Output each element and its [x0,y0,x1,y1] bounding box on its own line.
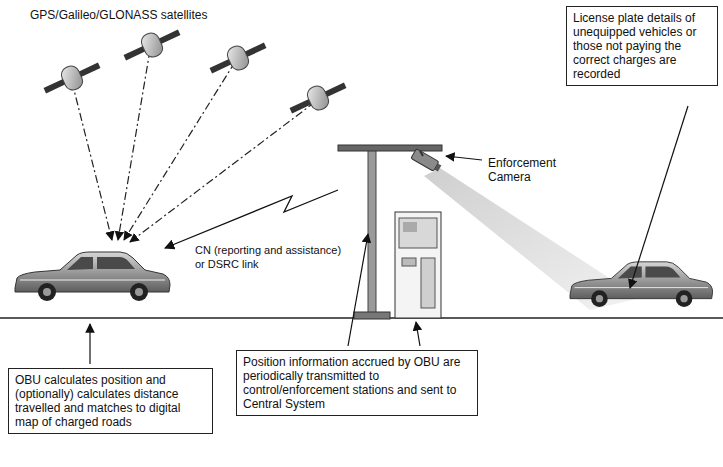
satellite-signal [72,50,315,242]
station-door [421,258,435,308]
callout-box: License plate details of unequipped vehi… [566,6,718,86]
leader-arrows [90,106,688,364]
signal-line [124,62,235,240]
diagram-label: CN (reporting and assistance) or DSRC li… [195,244,341,270]
leader-arrow [348,234,368,346]
checked-car [570,262,713,307]
gantry-pole [368,150,376,318]
camera-mount [420,151,423,156]
label-wrap: Enforcement Camera [488,156,568,184]
diagram-label: GPS/Galileo/GLONASS satellites [30,8,207,22]
enforcement-camera [411,149,442,174]
label-wrap: CN (reporting and assistance) or DSRC li… [195,243,350,271]
equipped-car [15,252,170,301]
pole-base [354,312,390,319]
station-panel [399,218,437,248]
communication-link [165,190,338,248]
leader-arrow [446,156,482,160]
leader-arrow [89,324,90,364]
callout-text: OBU calculates position and (optionally)… [15,373,206,429]
station-slot [402,258,416,266]
signal-line [72,82,112,240]
satellite [210,43,267,74]
signal-line [130,102,315,242]
callout-text: License plate details of unequipped vehi… [573,11,711,81]
callout-box: OBU calculates position and (optionally)… [8,368,213,434]
leader-arrow [416,322,420,346]
leader-arrow [630,106,688,288]
station-screen [403,222,417,232]
callout-box: Position information accrued by OBU are … [236,350,478,416]
diagram-label: Enforcement Camera [488,156,556,184]
label-wrap: GPS/Galileo/GLONASS satellites [30,8,270,22]
gantry-arm [338,145,442,151]
satellite [44,63,101,94]
camera-body [411,149,439,172]
signal-line [118,50,150,240]
satellite [290,83,347,114]
station-cabinet [395,212,441,318]
callout-text: Position information accrued by OBU are … [243,355,471,411]
satellite [124,30,181,61]
control-station [395,212,441,318]
camera-lens [434,163,441,171]
